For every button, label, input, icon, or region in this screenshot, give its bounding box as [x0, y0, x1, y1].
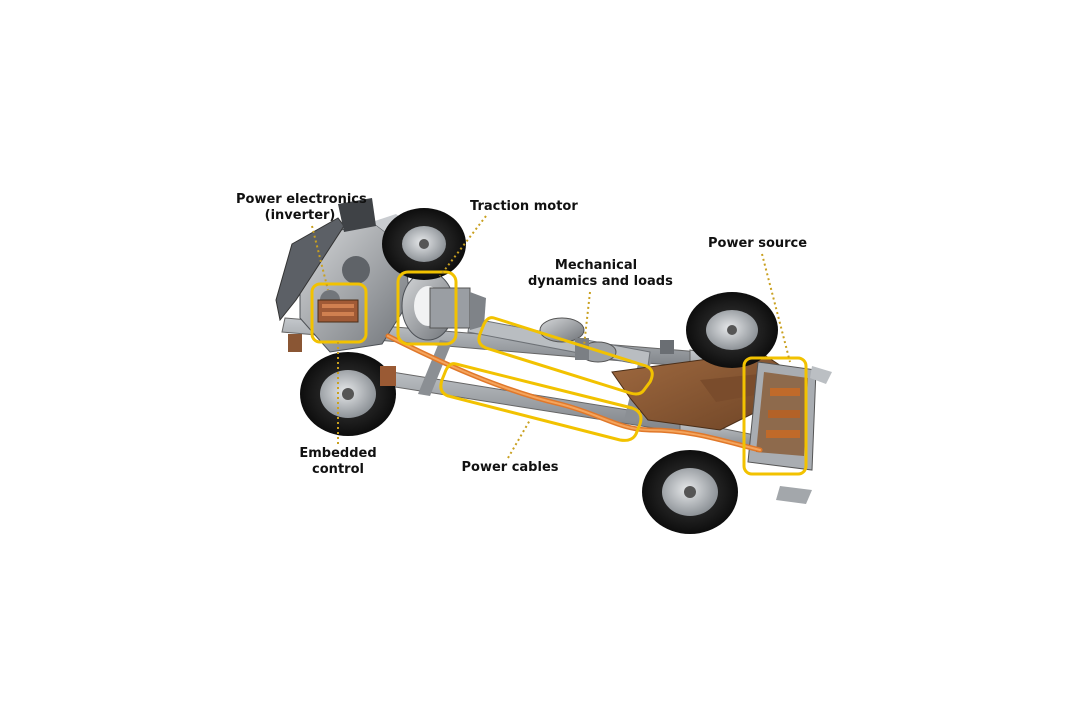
leader-mechanical	[583, 291, 591, 347]
label-mechanical-line1: Mechanical	[554, 258, 638, 273]
label-traction-motor-text: Traction motor	[470, 199, 578, 214]
leader-power-cables	[507, 419, 531, 459]
front-right-wheel	[382, 208, 466, 280]
highlight-power-cables	[439, 362, 643, 442]
highlight-traction-motor	[396, 270, 458, 346]
radiator-panel	[275, 198, 376, 322]
highlight-power-source	[742, 356, 808, 476]
traction-motor-unit	[401, 271, 486, 341]
leader-power-electronics	[311, 225, 329, 291]
label-mechanical-line2: dynamics and loads	[528, 274, 673, 289]
label-power-electronics: Power electronics (inverter)	[236, 192, 367, 224]
battery-pack	[747, 361, 832, 504]
label-embedded-control: Embedded control	[296, 446, 380, 478]
label-power-source: Power source	[708, 236, 808, 252]
highlight-mechanical	[477, 316, 654, 396]
leader-lines	[311, 215, 791, 459]
label-traction-motor: Traction motor	[470, 199, 578, 215]
label-embedded-line1: Embedded	[299, 446, 377, 461]
label-power-cables: Power cables	[460, 460, 560, 476]
front-left-wheel	[300, 352, 396, 436]
label-embedded-line2: control	[312, 462, 364, 477]
front-suspension	[380, 366, 396, 386]
label-power-source-text: Power source	[708, 236, 808, 251]
label-mechanical-dynamics: Mechanical dynamics and loads	[528, 258, 673, 290]
rear-right-wheel	[686, 292, 778, 368]
rear-left-wheel	[642, 450, 738, 534]
label-power-cables-text: Power cables	[461, 460, 559, 475]
label-power-electronics-line2: (inverter)	[264, 208, 336, 223]
leader-power-source	[761, 253, 791, 363]
label-power-electronics-line1: Power electronics	[236, 192, 367, 207]
